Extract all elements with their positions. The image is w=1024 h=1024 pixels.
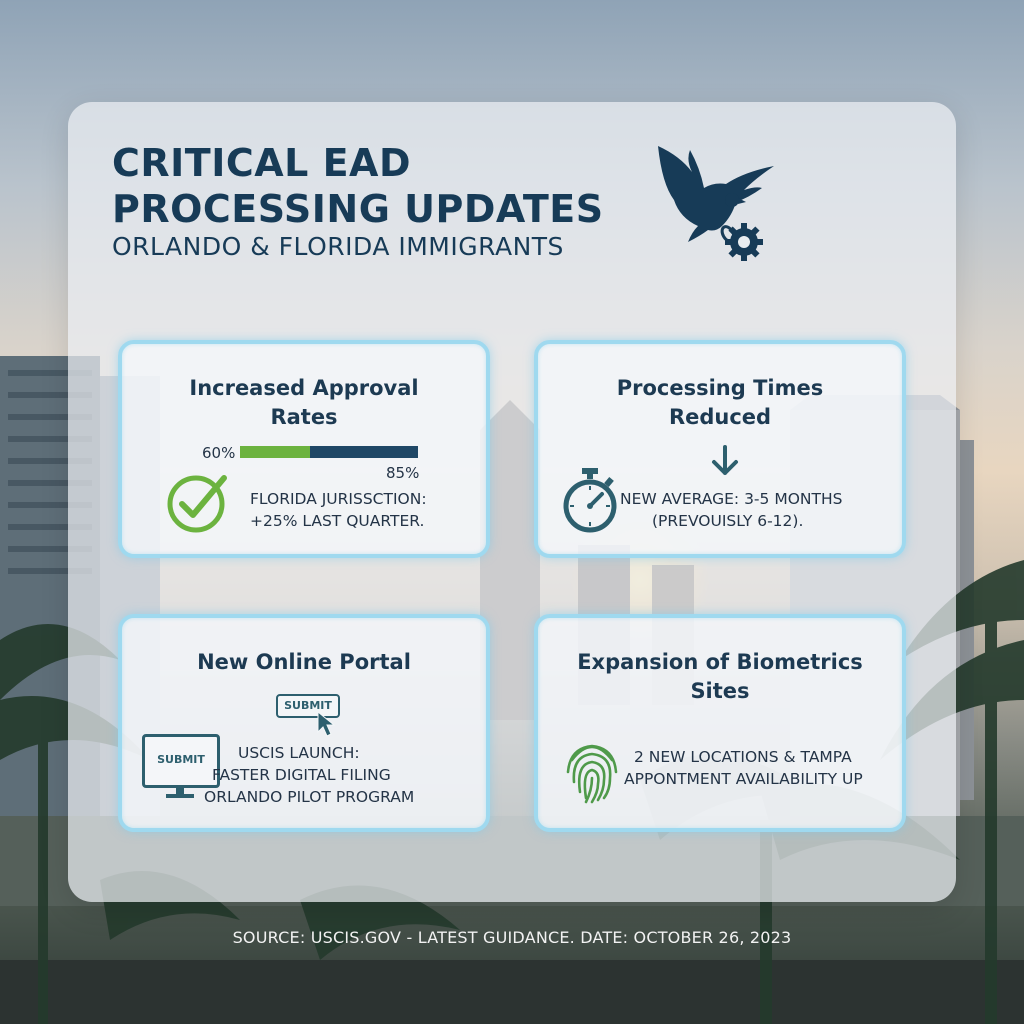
- submit-button-illustration: SUBMIT: [276, 694, 340, 718]
- card-title-line-2: Sites: [690, 679, 750, 703]
- card-biometrics-sites: Expansion of Biometrics Sites 2 NEW LOCA…: [534, 614, 906, 832]
- fingerprint-icon: [566, 744, 618, 804]
- card-text-line-2: +25% LAST QUARTER.: [250, 512, 425, 530]
- card-text-line-1: 2 NEW LOCATIONS & TAMPA: [634, 748, 852, 766]
- bar-end-label: 85%: [386, 464, 420, 482]
- card-approval-rates: Increased Approval Rates 60% 85% FLORIDA…: [118, 340, 490, 558]
- card-text-line-1: NEW AVERAGE: 3-5 MONTHS: [620, 490, 843, 508]
- cursor-arrow-icon: [317, 710, 336, 737]
- card-title-line-1: Expansion of Biometrics: [577, 650, 863, 674]
- checkmark-circle-icon: [167, 475, 227, 533]
- bar-start-label: 60%: [202, 444, 236, 462]
- card-text-line-1: USCIS LAUNCH:: [238, 744, 360, 762]
- eagle-gear-icon: [658, 146, 774, 261]
- card-title-line-1: Processing Times: [616, 376, 824, 400]
- card-title: Expansion of Biometrics Sites: [538, 648, 902, 706]
- card-text-line-2: FASTER DIGITAL FILING: [212, 766, 391, 784]
- footer-source: SOURCE: USCIS.GOV - LATEST GUIDANCE. DAT…: [232, 928, 792, 947]
- title-line-1: CRITICAL EAD: [112, 141, 411, 185]
- card-text-line-3: ORLANDO PILOT PROGRAM: [204, 788, 415, 806]
- card-text-line-2: APPONTMENT AVAILABILITY UP: [624, 770, 863, 788]
- page-subtitle: ORLANDO & FLORIDA IMMIGRANTS: [112, 232, 564, 261]
- computer-monitor-icon: SUBMIT: [142, 734, 220, 788]
- card-title-line-2: Rates: [270, 405, 338, 429]
- card-title: New Online Portal: [197, 650, 411, 674]
- approval-progress-bar: [240, 446, 418, 458]
- monitor-stand: [166, 786, 194, 798]
- card-text-line-1: FLORIDA JURISSCTION:: [250, 490, 427, 508]
- card-title: Increased Approval Rates: [122, 374, 486, 432]
- card-online-portal: New Online Portal SUBMIT SUBMIT USCIS LA…: [118, 614, 490, 832]
- arrow-down-icon: [712, 445, 738, 475]
- bar-segment-previous: [240, 446, 310, 458]
- card-text-line-2: (PREVOUISLY 6-12).: [652, 512, 804, 530]
- card-processing-times: Processing Times Reduced NEW AVERAGE: 3-…: [534, 340, 906, 558]
- card-title-line-1: Increased Approval: [189, 376, 419, 400]
- title-line-2: PROCESSING UPDATES: [112, 187, 604, 231]
- page-title: CRITICAL EAD PROCESSING UPDATES: [112, 140, 604, 232]
- stopwatch-icon: [563, 468, 617, 533]
- card-title-line-2: Reduced: [668, 405, 772, 429]
- bar-segment-increase: [310, 446, 418, 458]
- card-title: Processing Times Reduced: [538, 374, 902, 432]
